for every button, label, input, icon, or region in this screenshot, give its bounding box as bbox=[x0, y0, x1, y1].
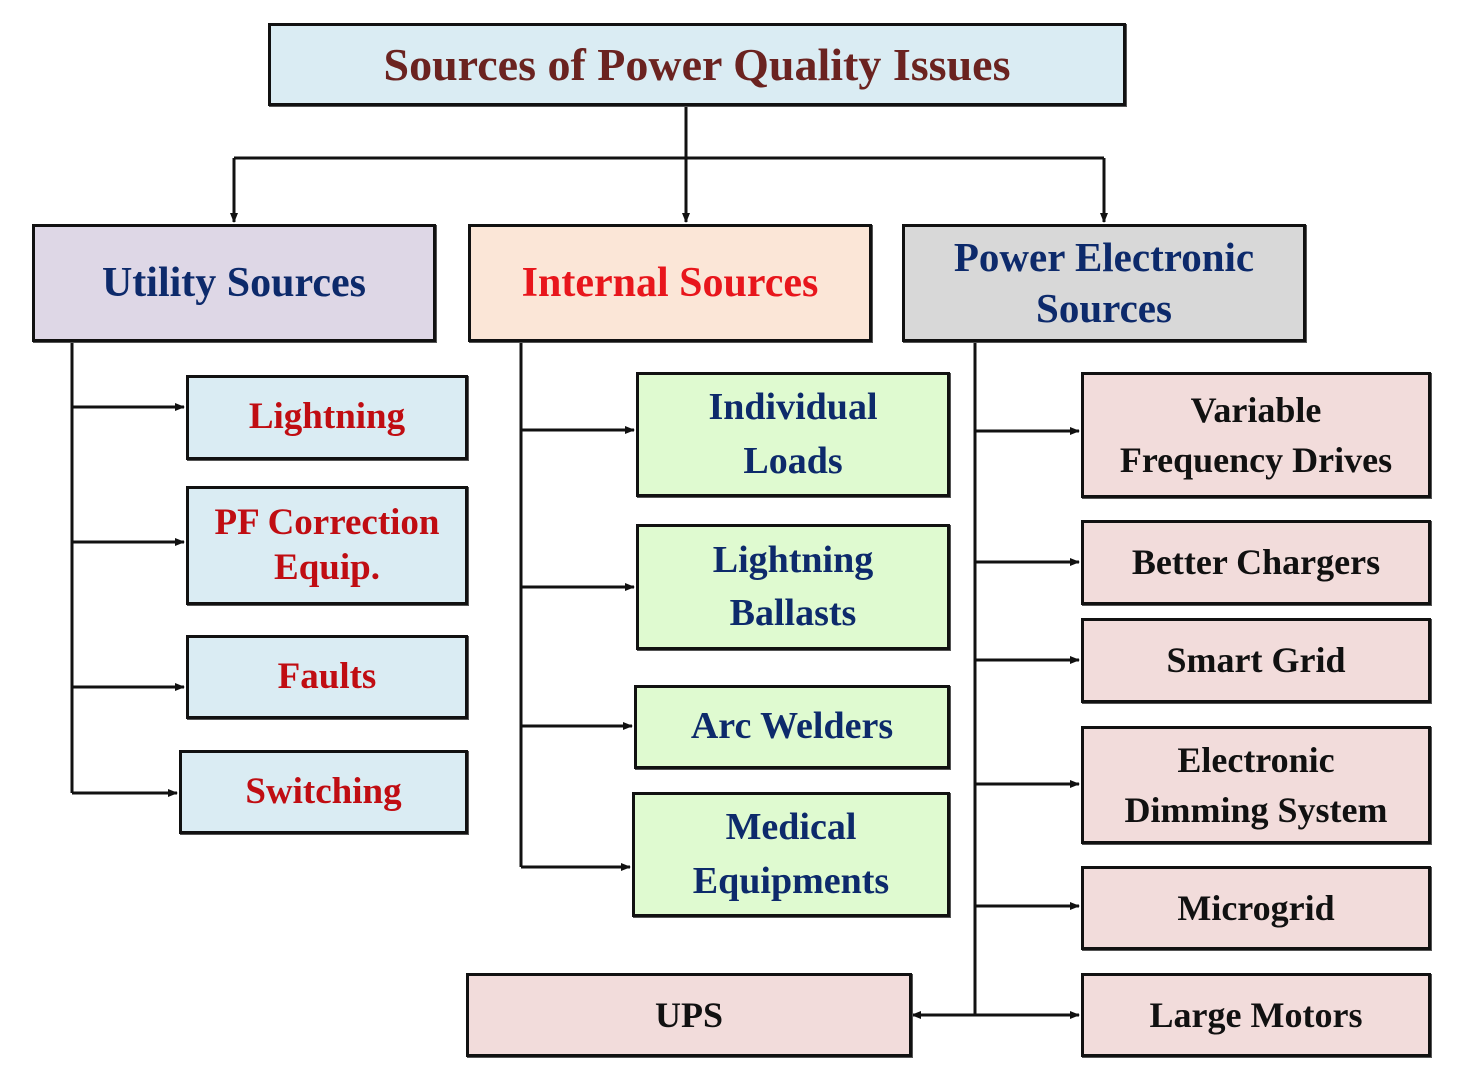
category-label: Power Electronic Sources bbox=[953, 233, 1255, 331]
leaf-label: Lightning Ballasts bbox=[712, 538, 874, 634]
root-node: Sources of Power Quality Issues bbox=[268, 23, 1126, 106]
leaf-label: Large Motors bbox=[1149, 994, 1363, 1035]
leaf-arc-welders: Arc Welders bbox=[634, 685, 950, 769]
leaf-ups: UPS bbox=[466, 973, 912, 1057]
leaf-large-motors: Large Motors bbox=[1081, 973, 1431, 1057]
root-title: Sources of Power Quality Issues bbox=[383, 38, 1011, 90]
leaf-label: PF Correction Equip. bbox=[214, 502, 440, 588]
category-utility-sources: Utility Sources bbox=[32, 224, 436, 342]
category-internal-sources: Internal Sources bbox=[468, 224, 872, 342]
leaf-medical-equipments: Medical Equipments bbox=[632, 792, 950, 917]
leaf-label: Electronic Dimming System bbox=[1124, 739, 1388, 830]
leaf-individual-loads: Individual Loads bbox=[636, 372, 950, 497]
category-power-electronic-sources: Power Electronic Sources bbox=[902, 224, 1306, 342]
leaf-electronic-dimming-system: Electronic Dimming System bbox=[1081, 726, 1431, 844]
leaf-label: Arc Welders bbox=[690, 705, 894, 748]
leaf-label: Medical Equipments bbox=[692, 806, 890, 902]
leaf-label: Individual Loads bbox=[708, 386, 878, 482]
leaf-label: Faults bbox=[277, 655, 377, 697]
leaf-label: Smart Grid bbox=[1166, 640, 1346, 681]
leaf-label: UPS bbox=[654, 994, 723, 1035]
category-label: Internal Sources bbox=[521, 259, 819, 306]
leaf-label: Switching bbox=[245, 770, 402, 812]
leaf-variable-frequency-drives: Variable Frequency Drives bbox=[1081, 372, 1431, 498]
leaf-smart-grid: Smart Grid bbox=[1081, 618, 1431, 703]
leaf-pf-correction-equip: PF Correction Equip. bbox=[186, 486, 468, 605]
leaf-lightning: Lightning bbox=[186, 375, 468, 460]
leaf-faults: Faults bbox=[186, 635, 468, 719]
leaf-better-chargers: Better Chargers bbox=[1081, 520, 1431, 605]
category-label: Utility Sources bbox=[101, 259, 367, 306]
leaf-microgrid: Microgrid bbox=[1081, 866, 1431, 950]
leaf-label: Better Chargers bbox=[1131, 542, 1381, 583]
leaf-lightning-ballasts: Lightning Ballasts bbox=[636, 524, 950, 650]
leaf-label: Lightning bbox=[248, 396, 406, 438]
leaf-label: Microgrid bbox=[1177, 887, 1335, 928]
leaf-label: Variable Frequency Drives bbox=[1119, 389, 1393, 480]
leaf-switching: Switching bbox=[179, 750, 468, 834]
